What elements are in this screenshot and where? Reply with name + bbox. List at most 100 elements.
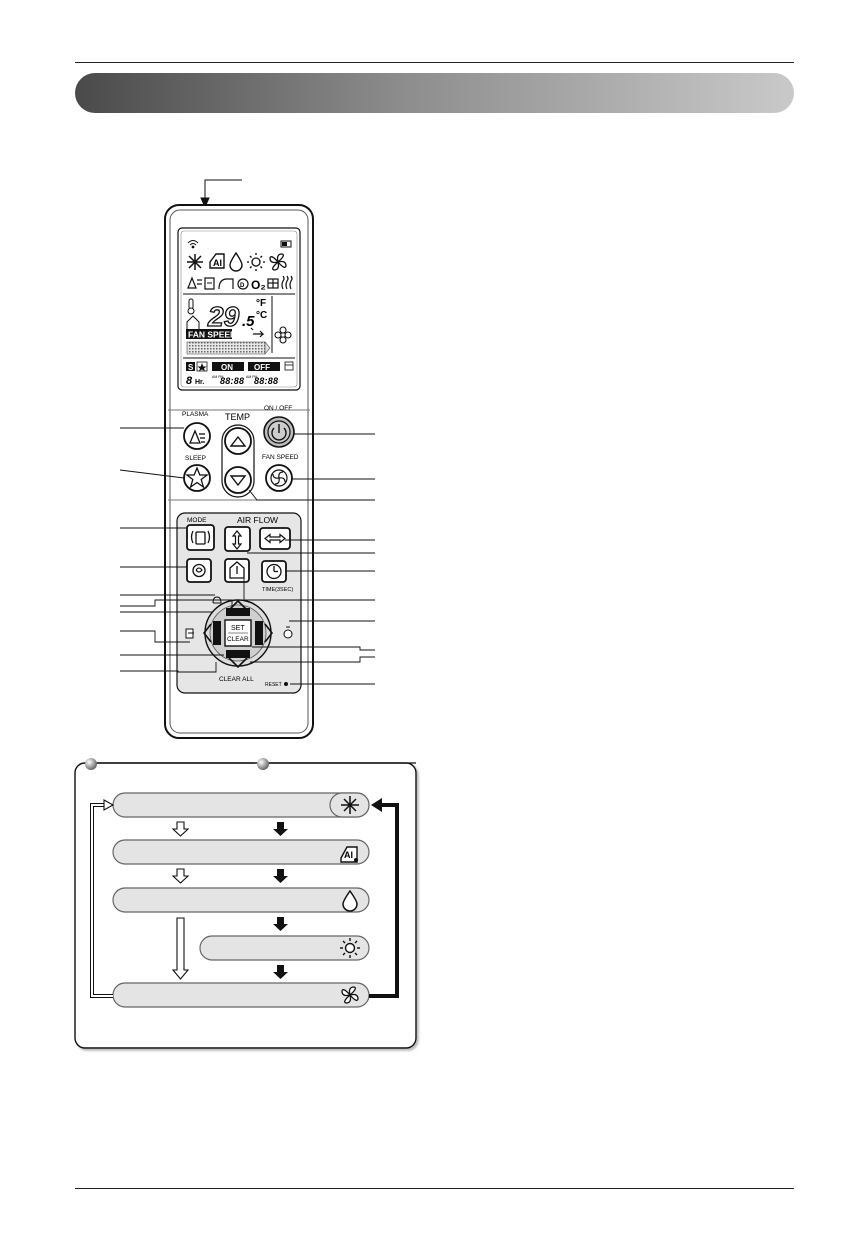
reset-label: RESET (265, 682, 282, 688)
mode-bar-dry (112, 887, 370, 913)
reset-button[interactable] (284, 682, 288, 686)
fan-speed-label: FAN SPEED (262, 454, 299, 461)
sleep-star-icon (196, 361, 208, 372)
house-thermometer-icon (229, 561, 245, 579)
auto-clean-icon (218, 278, 234, 290)
room-temp-icon (186, 315, 200, 331)
room-temp-button[interactable] (224, 558, 250, 583)
cycle-path-solid (273, 798, 399, 998)
clock-icon (266, 563, 282, 580)
svg-text:AI: AI (344, 850, 353, 860)
nav-down-button[interactable] (228, 657, 248, 669)
ai-icon: AI (209, 253, 225, 269)
transmitter-callout (200, 179, 242, 209)
plasma-indicator-icon (187, 276, 202, 289)
down-arrow-outline-icon (171, 821, 190, 837)
timer-label: TIME(3SEC) (262, 587, 293, 593)
sleep-hour-digit: 8 (186, 375, 193, 387)
timer-off-digits: 88:88 (254, 376, 278, 386)
temp-down-button[interactable] (224, 466, 252, 494)
sleep-s-indicator: S (188, 363, 194, 372)
chevron-right-icon (264, 623, 274, 643)
diagram-frame (74, 762, 417, 1049)
sleep-hour-label: Hr. (195, 379, 204, 386)
top-rule (75, 62, 794, 63)
svg-text:AI: AI (213, 258, 222, 268)
display-icon (204, 277, 215, 290)
snowflake-icon (187, 254, 203, 270)
timer-off-label: OFF (254, 363, 270, 372)
ai-icon: AI (340, 846, 358, 863)
set-clear-button[interactable]: SET CLEAR (224, 619, 252, 647)
vertical-arrows-icon (231, 530, 243, 550)
fan-speed-indicator: FAN SPEED (188, 330, 236, 340)
temp-label: TEMP (225, 412, 250, 422)
sleep-label: SLEEP (185, 455, 206, 462)
mode-bar-fan (112, 982, 370, 1008)
filter-reset-icon (283, 626, 293, 639)
sleep-button[interactable] (183, 464, 211, 492)
down-arrow-outline-icon (171, 868, 190, 884)
heater-icon (267, 278, 279, 289)
sun-icon (247, 253, 265, 271)
return-arrow-solid (369, 803, 399, 998)
swirl-icon (192, 563, 206, 578)
jet-mode-button[interactable] (186, 558, 212, 583)
horizontal-arrows-icon (264, 533, 286, 544)
plasma-icon (189, 429, 205, 444)
swing-arrow-icon (250, 327, 265, 338)
sun-icon (340, 938, 360, 958)
chevron-left-icon (202, 623, 212, 643)
battery-icon (280, 240, 292, 248)
air-flow-label: AIR FLOW (237, 515, 278, 525)
fan-speed-bar (186, 341, 271, 355)
filter-icon: D (237, 278, 249, 290)
power-icon (271, 424, 287, 441)
mode-bar-cooling (112, 792, 370, 818)
return-arrow-outline (90, 803, 113, 998)
timer-button[interactable] (261, 560, 287, 583)
unit-celsius: °C (256, 310, 267, 321)
down-arrow-solid-icon (273, 822, 288, 836)
long-down-arrow-outline-icon (171, 917, 190, 980)
heat-waves-icon (281, 275, 293, 290)
temperature-decimal: .5 (242, 313, 255, 330)
left-callouts (119, 427, 233, 673)
temp-up-button[interactable] (224, 427, 252, 455)
snowflake-icon (341, 796, 359, 814)
mode-label: MODE (187, 517, 207, 524)
on-off-button[interactable] (263, 416, 295, 448)
unit-fahrenheit: °F (256, 298, 266, 309)
thermometer-icon (187, 298, 195, 315)
timer-on-digits: 88:88 (220, 376, 244, 386)
signal-icon (187, 240, 199, 249)
drop-icon (342, 889, 358, 912)
fan-speed-button[interactable] (265, 464, 293, 492)
mode-button[interactable] (186, 524, 215, 551)
timer-on-label: ON (221, 363, 233, 372)
plasma-button[interactable] (183, 422, 211, 450)
plasma-label: PLASMA (182, 411, 209, 418)
mode-bar-heating (199, 935, 370, 961)
calendar-icon (284, 361, 294, 371)
svg-text:D: D (240, 283, 245, 289)
remote-body-inner (169, 209, 309, 734)
on-off-label: ON / OFF (264, 405, 292, 412)
nav-right-button[interactable] (264, 623, 274, 643)
mode-cycle-icon (190, 530, 211, 545)
chevron-down-icon (228, 657, 248, 669)
drop-icon (229, 251, 243, 272)
right-callouts (243, 433, 375, 685)
section-banner (75, 73, 794, 113)
triangle-up-icon (229, 435, 247, 447)
bottom-rule (75, 1188, 794, 1189)
lcd-small-label: AM PM (212, 375, 224, 379)
lcd-small-label: AM PM (246, 375, 258, 379)
down-arrow-solid-icon (273, 869, 288, 883)
vertical-airflow-button[interactable] (224, 526, 251, 552)
fan-icon (269, 253, 287, 271)
fan-speed-fan-icon (274, 326, 292, 344)
cycle-path-outline (90, 799, 190, 998)
nav-left-button[interactable] (202, 623, 212, 643)
horizontal-airflow-button[interactable] (259, 527, 291, 550)
